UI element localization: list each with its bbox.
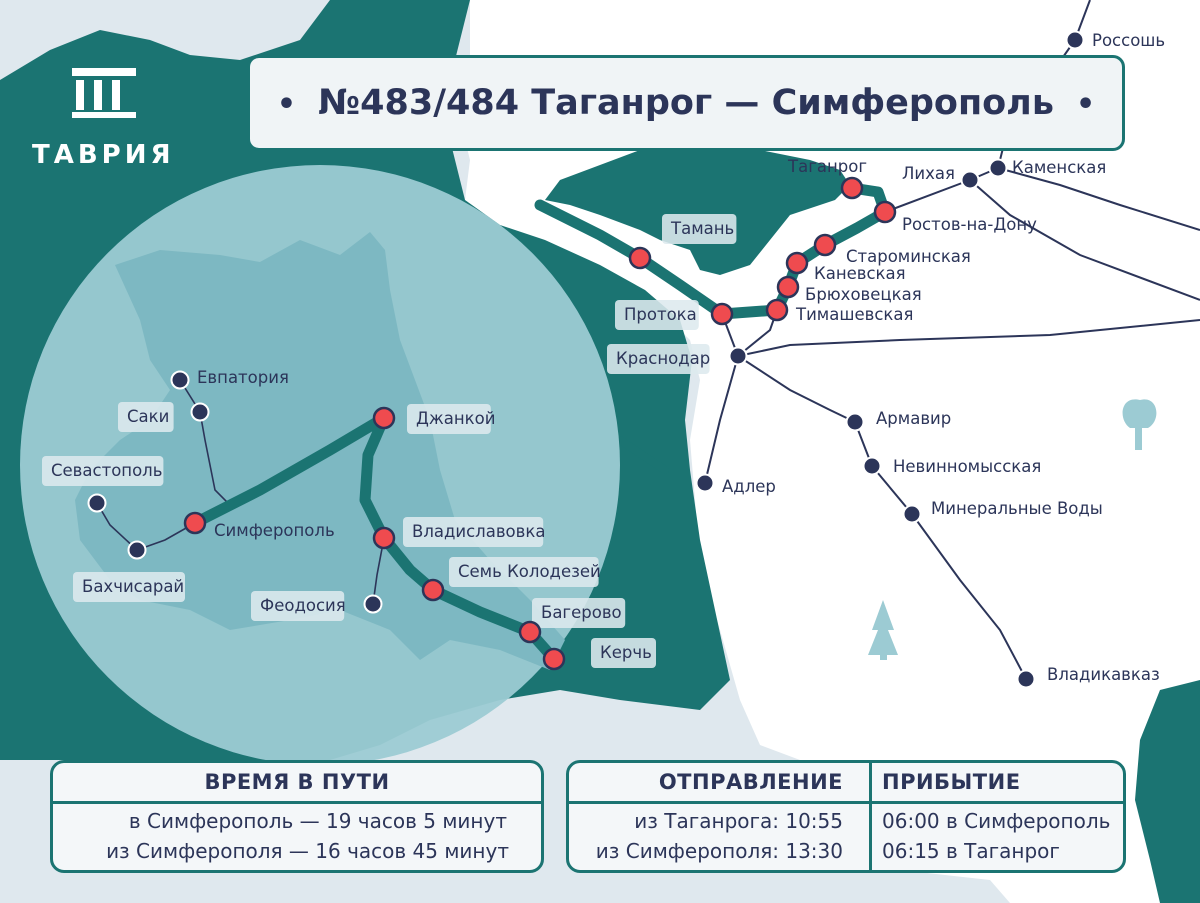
station-label-likhaya: Лихая bbox=[902, 164, 955, 183]
bullet-dot: • bbox=[276, 87, 297, 122]
station-label-kamenskaya: Каменская bbox=[1012, 158, 1106, 177]
station-label-bg-sevastopol bbox=[42, 456, 164, 486]
station-marker-likhaya bbox=[960, 170, 980, 190]
station-label-nevinnomysskaya: Невинномысская bbox=[893, 457, 1041, 476]
station-marker-protoka bbox=[710, 302, 734, 326]
station-marker-dzhankoy bbox=[372, 406, 396, 430]
schedule-panel: ОТПРАВЛЕНИЕ ПРИБЫТИЕ из Таганрога: 10:55… bbox=[566, 760, 1126, 873]
station-label-evpatoriya: Евпатория bbox=[197, 368, 289, 387]
divider bbox=[53, 801, 541, 804]
station-marker-rossosh bbox=[1065, 30, 1085, 50]
station-label-bg-saki bbox=[118, 402, 174, 432]
station-label-bg-bagerovo bbox=[532, 598, 626, 628]
bullet-dot: • bbox=[1075, 87, 1096, 122]
station-marker-adler bbox=[695, 473, 715, 493]
station-marker-rostov bbox=[873, 200, 897, 224]
station-label-protoka: Протока bbox=[624, 305, 697, 324]
station-marker-bryukhovetskaya bbox=[776, 275, 800, 299]
page-title: • №483/484 Таганрог — Симферополь • bbox=[255, 83, 1117, 123]
travel-time-from-simferopol: из Симферополя — 16 часов 45 минут bbox=[106, 839, 509, 863]
station-marker-nevinnomysskaya bbox=[862, 456, 882, 476]
station-marker-saki bbox=[190, 402, 210, 422]
brand-name: ТАВРИЯ bbox=[32, 140, 175, 170]
station-label-timashevskaya: Тимашевская bbox=[795, 305, 913, 324]
station-label-mineralnye-vody: Минеральные Воды bbox=[931, 499, 1103, 518]
arrival-taganrog: 06:15 в Таганрог bbox=[882, 839, 1060, 863]
station-marker-taman bbox=[628, 246, 652, 270]
station-label-rostov: Ростов-на-Дону bbox=[902, 215, 1037, 234]
station-label-bg-taman bbox=[662, 214, 737, 244]
station-label-starominskaya: Староминская bbox=[846, 247, 971, 266]
divider bbox=[569, 801, 1123, 804]
station-label-bryukhovetskaya: Брюховецкая bbox=[805, 285, 922, 304]
station-marker-bakhchisaray bbox=[127, 540, 147, 560]
fir-tree-icon bbox=[868, 600, 898, 660]
arrival-heading: ПРИБЫТИЕ bbox=[882, 770, 1021, 794]
station-label-sem-kolodezey: Семь Колодезей bbox=[458, 562, 601, 581]
station-marker-taganrog bbox=[840, 176, 864, 200]
station-label-rossosh: Россошь bbox=[1092, 31, 1165, 50]
travel-time-to-simferopol: в Симферополь — 19 часов 5 минут bbox=[128, 809, 507, 833]
station-label-bakhchisaray: Бахчисарай bbox=[82, 577, 184, 596]
station-label-kanevskaya: Каневская bbox=[814, 264, 906, 283]
station-label-sevastopol: Севастополь bbox=[51, 461, 162, 480]
station-marker-sevastopol bbox=[87, 493, 107, 513]
station-marker-krasnodar bbox=[728, 346, 748, 366]
route-line-strait bbox=[616, 436, 669, 474]
column-divider bbox=[869, 763, 872, 870]
departure-simferopol: из Симферополя: 13:30 bbox=[595, 839, 843, 863]
station-marker-simferopol bbox=[183, 511, 207, 535]
columns-icon bbox=[72, 68, 136, 118]
station-label-kerch: Керчь bbox=[600, 643, 652, 662]
station-label-bg-feodosiya bbox=[251, 591, 345, 621]
station-label-adler: Адлер bbox=[722, 477, 776, 496]
caspian-sea bbox=[1135, 680, 1200, 903]
station-label-bg-protoka bbox=[615, 300, 699, 330]
station-marker-sem-kolodezey bbox=[421, 578, 445, 602]
station-label-simferopol: Симферополь bbox=[214, 521, 335, 540]
sea-of-azov bbox=[545, 145, 850, 275]
station-label-feodosiya: Феодосия bbox=[260, 596, 346, 615]
arrival-simferopol: 06:00 в Симферополь bbox=[882, 809, 1111, 833]
station-label-bg-vladislavovka bbox=[403, 517, 544, 547]
travel-time-panel: ВРЕМЯ В ПУТИ в Симферополь — 19 часов 5 … bbox=[50, 760, 544, 873]
title-banner: • №483/484 Таганрог — Симферополь • bbox=[247, 55, 1125, 151]
travel-time-heading: ВРЕМЯ В ПУТИ bbox=[204, 770, 390, 794]
station-label-armavir: Армавир bbox=[876, 409, 951, 428]
station-marker-vladikavkaz bbox=[1016, 669, 1036, 689]
station-label-saki: Саки bbox=[127, 407, 169, 426]
station-label-taman: Тамань bbox=[670, 219, 734, 238]
station-marker-bagerovo bbox=[518, 620, 542, 644]
station-label-bg-dzhankoy bbox=[407, 404, 491, 434]
departure-taganrog: из Таганрога: 10:55 bbox=[634, 809, 843, 833]
station-label-taganrog: Таганрог bbox=[787, 157, 867, 176]
station-marker-kanevskaya bbox=[785, 251, 809, 275]
departure-heading: ОТПРАВЛЕНИЕ bbox=[658, 770, 843, 794]
station-label-bg-krasnodar bbox=[607, 344, 710, 374]
station-marker-kamenskaya bbox=[988, 158, 1008, 178]
station-label-vladislavovka: Владиславовка bbox=[412, 522, 545, 541]
station-marker-vladislavovka bbox=[372, 526, 396, 550]
station-marker-feodosiya bbox=[363, 594, 383, 614]
station-marker-starominskaya bbox=[813, 233, 837, 257]
station-label-dzhankoy: Джанкой bbox=[416, 409, 495, 428]
station-label-bg-sem-kolodezey bbox=[449, 557, 599, 587]
station-label-bagerovo: Багерово bbox=[541, 603, 622, 622]
station-marker-kerch bbox=[542, 647, 566, 671]
station-label-krasnodar: Краснодар bbox=[616, 349, 710, 368]
station-label-bg-kerch bbox=[591, 638, 656, 668]
station-marker-timashevskaya bbox=[765, 298, 789, 322]
tree-icon bbox=[1122, 399, 1157, 450]
station-label-vladikavkaz: Владикавказ bbox=[1047, 665, 1160, 684]
station-marker-mineralnye-vody bbox=[902, 504, 922, 524]
station-label-bg-bakhchisaray bbox=[73, 572, 185, 602]
station-marker-armavir bbox=[845, 412, 865, 432]
title-label: №483/484 Таганрог — Симферополь bbox=[318, 83, 1054, 123]
crimea-inset bbox=[20, 165, 620, 765]
light-sea-area bbox=[0, 0, 330, 80]
station-marker-evpatoriya bbox=[170, 370, 190, 390]
